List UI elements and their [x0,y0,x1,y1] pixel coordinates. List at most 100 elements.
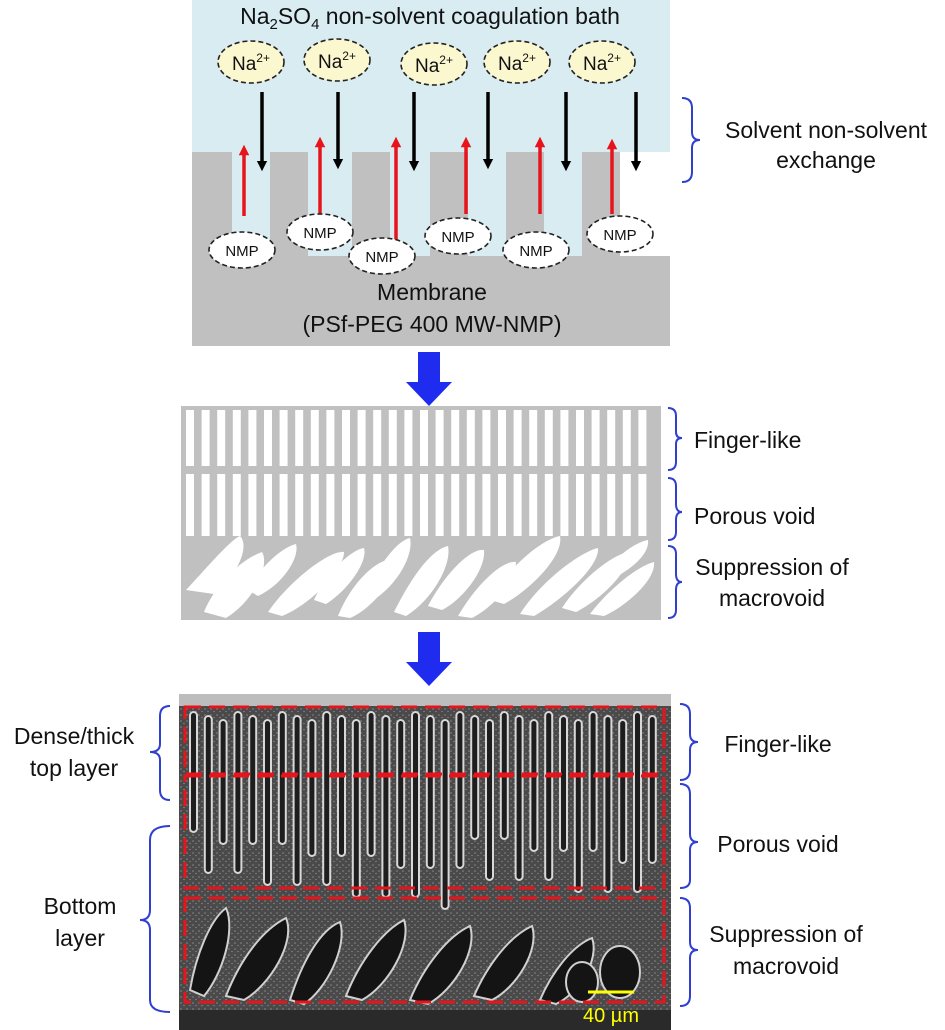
void-pore [232,474,241,536]
finger-pore [357,410,366,466]
svg-text:NMP: NMP [603,227,636,244]
svg-text:Na2+: Na2+ [415,53,453,77]
finger-pore [482,410,491,466]
finger-like-pores [186,410,647,466]
scale-bar-label: 40 µm [583,1005,639,1027]
macrovoid-brace [667,545,683,619]
void-pore [451,474,460,536]
void-pore [435,474,444,536]
finger-pore [232,410,241,466]
sem-finger-pore [425,715,435,869]
finger-pore [451,410,460,466]
nmp-molecule: NMP [286,213,354,251]
void-pore [310,474,319,536]
finger-pore [591,410,600,466]
svg-text:Na2+: Na2+ [583,51,621,75]
membrane-label: Membrane [377,279,487,305]
schematic-label-suppression: Suppression of [695,554,849,580]
finger-pore [513,410,522,466]
void-pore [482,474,491,536]
svg-text:NMP: NMP [519,243,552,260]
macrovoids [186,536,655,618]
sem-finger-pore [189,711,198,833]
void-pore [529,474,538,536]
exchange-label-line1: Solvent non-solvent [725,117,928,143]
void-pore [638,474,647,536]
svg-text:Na2+: Na2+ [498,51,536,75]
void-pore [326,474,335,536]
void-pore [513,474,522,536]
sem-finger-pore [263,719,272,886]
sem-finger-pore [322,711,332,886]
finger-pore [498,410,506,466]
finger-pore [607,410,616,466]
bottom-layer-label-line2: layer [55,925,105,951]
sem-finger-pore [514,715,524,881]
finger-pore [295,410,304,466]
sodium-ion: Na2+ [400,42,468,86]
finger-pore [576,410,584,466]
finger-pore [201,410,210,466]
sem-finger-pore [618,719,628,864]
finger-pore [466,410,475,466]
sodium-ion: Na2+ [483,40,551,84]
nmp-molecule: NMP [424,217,492,255]
membrane-region [192,152,670,346]
sodium-ion: Na2+ [217,40,285,84]
sem-porous-void-brace [679,783,699,889]
svg-text:Na2+: Na2+ [318,49,356,73]
finger-pore [388,410,397,466]
sem-finger-pore [411,711,420,898]
top-layer-label-line1: Dense/thick [14,723,135,749]
sodium-ion: Na2+ [568,40,636,84]
void-pore [576,474,584,536]
svg-text:NMP: NMP [365,249,398,266]
sem-finger-pore [218,719,228,845]
solvent-molecules: NMP NMP NMP NMP NMP NMP [208,213,654,275]
membrane-composition-label: (PSf-PEG 400 MW-NMP) [303,311,562,337]
finger-pore [638,410,647,466]
sem-finger-pore [233,711,243,874]
sem-finger-like-brace [679,703,699,781]
void-pore [607,474,616,536]
sem-finger-pore [396,719,406,869]
finger-pore [326,410,335,466]
sem-finger-pore [440,719,450,910]
finger-pore [420,410,428,466]
svg-text:NMP: NMP [303,225,336,242]
sem-finger-pore [573,719,583,893]
finger-like-brace [667,407,683,471]
finger-pore [342,410,350,466]
void-pore [186,474,194,536]
sodium-ions: Na2+ Na2+ Na2+ Na2+ Na2+ [217,38,636,86]
void-pore [560,474,569,536]
void-pore [217,474,226,536]
finger-pore [622,410,631,466]
svg-text:Na2+: Na2+ [232,51,270,75]
void-pore [544,474,553,536]
void-pore [295,474,304,536]
sem-cross-section: 40 µm Dense/thick top layer Bottom layer… [14,694,863,1030]
sem-finger-pore [603,715,613,893]
top-layer-brace [149,705,171,801]
sem-finger-pore [559,715,568,852]
finger-pore [310,410,319,466]
void-pore [420,474,428,536]
exchange-arrows [238,92,642,240]
arrow-down-icon [406,632,452,686]
void-pore [498,474,506,536]
sem-finger-pore [455,711,465,869]
finger-pore [529,410,538,466]
coagulation-bath-panel: Na2SO4 non-solvent coagulation bath Na2+… [192,0,928,346]
void-pore [404,474,413,536]
void-pore [201,474,210,536]
finger-pore [544,410,553,466]
nmp-molecule: NMP [208,231,276,269]
finger-pore [373,410,382,466]
void-pore [591,474,600,536]
sem-finger-pore [485,719,494,881]
svg-text:NMP: NMP [441,229,474,246]
schematic-label-macrovoid: macrovoid [719,585,825,611]
nmp-molecule: NMP [502,231,570,269]
sem-finger-pore [381,715,391,898]
